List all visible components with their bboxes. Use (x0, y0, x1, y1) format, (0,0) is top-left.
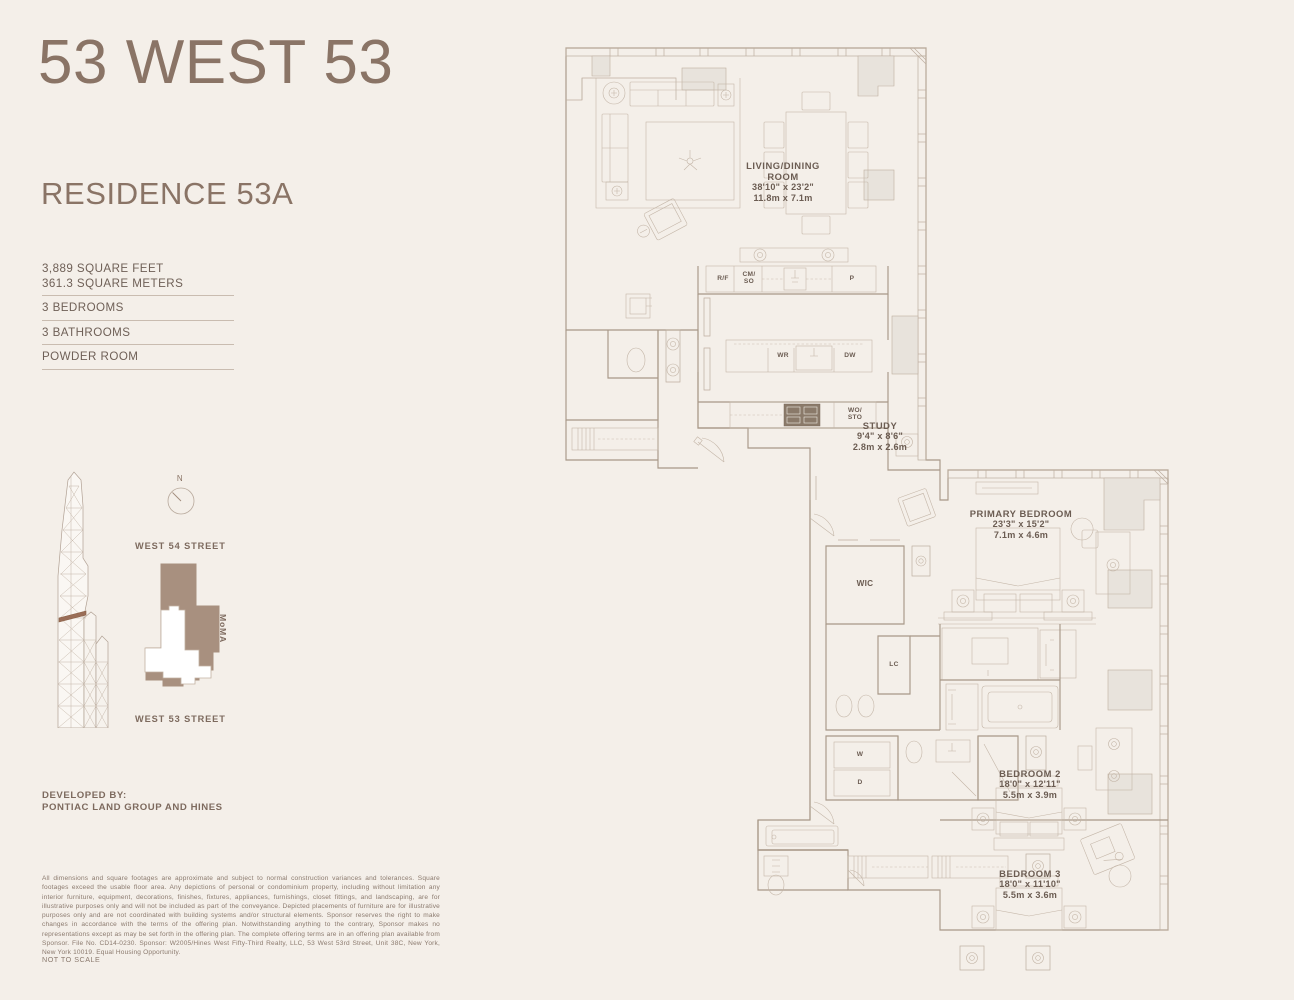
residence-specs: 3,889 SQUARE FEET 361.3 SQUARE METERS 3 … (42, 262, 234, 375)
spec-bathrooms-label: 3 BATHROOMS (42, 325, 131, 339)
compass: N (160, 474, 200, 520)
appliance-label-pantry: P (849, 275, 855, 282)
appliance-label-dryer: D (857, 779, 863, 786)
legal-disclaimer: All dimensions and square footages are a… (42, 875, 440, 956)
floor-plan: .w { fill:none; stroke:#a89888; stroke-w… (548, 30, 1248, 980)
appliance-label-refrigerator-freezer: R/F (717, 275, 729, 282)
appliance-label-wall-oven-storage: WO/ STO (847, 407, 863, 422)
street-label-north: WEST 54 STREET (135, 541, 226, 551)
developer-heading: DEVELOPED BY: (42, 790, 127, 801)
appliance-label-washer: W (856, 751, 864, 758)
tower-illustration (36, 466, 126, 728)
page-title: RESIDENCE 53A (41, 176, 294, 211)
brand-title: 53 WEST 53 (38, 28, 394, 97)
closet-label-lc: LC (889, 661, 899, 668)
street-label-south: WEST 53 STREET (135, 714, 226, 724)
closet-label-wic: WIC (856, 579, 874, 588)
spec-bathrooms: 3 BATHROOMS (42, 325, 234, 345)
compass-icon (167, 487, 195, 515)
spec-bedrooms: 3 BEDROOMS (42, 301, 234, 321)
spec-area-sqft: 3,889 SQUARE FEET (42, 262, 164, 275)
appliance-label-wine-refrigerator: WR (777, 352, 789, 359)
spec-powder-room: POWDER ROOM (42, 350, 234, 370)
appliance-label-coffee-steam-oven: CM/ SO (742, 271, 756, 286)
spec-powder-label: POWDER ROOM (42, 350, 139, 363)
spec-bedrooms-label: 3 BEDROOMS (42, 301, 124, 314)
floor-plan-drawing: .w { fill:none; stroke:#a89888; stroke-w… (565, 47, 1169, 971)
site-map (141, 562, 261, 702)
spec-area-sqm: 361.3 SQUARE METERS (42, 276, 184, 290)
scale-note: NOT TO SCALE (42, 955, 101, 964)
compass-north-label: N (176, 474, 184, 483)
developer-credit: DEVELOPED BY:PONTIAC LAND GROUP AND HINE… (42, 790, 223, 815)
developer-name: PONTIAC LAND GROUP AND HINES (42, 802, 223, 814)
spec-area: 3,889 SQUARE FEET 361.3 SQUARE METERS (42, 262, 234, 296)
appliance-label-dishwasher: DW (844, 352, 856, 359)
